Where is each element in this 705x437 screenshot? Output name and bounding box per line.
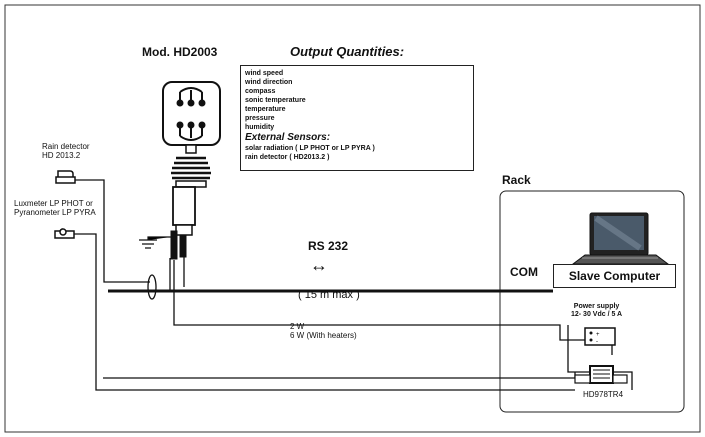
power-6w-label: 6 W (With heaters) [290, 331, 357, 340]
rack-enclosure [499, 190, 685, 413]
luxmeter-icon [54, 228, 75, 239]
sensor-mast-icon [170, 144, 211, 260]
rs232-label: RS 232 [308, 239, 349, 253]
ground-icon [139, 236, 171, 249]
model-label: Mod. HD2003 [142, 45, 218, 59]
svg-text:-: - [596, 339, 598, 345]
anemometer-head-icon [162, 81, 221, 146]
output-item: sonic temperature [245, 97, 306, 104]
output-item: compass [245, 88, 276, 95]
output-item: humidity [245, 124, 275, 131]
distance-label: ( 15 m max ) [298, 289, 360, 301]
external-item: solar radiation ( LP PHOT or LP PYRA ) [245, 145, 375, 152]
svg-text:+: + [596, 332, 600, 338]
bidirectional-arrow-icon: ↔ [310, 255, 328, 275]
output-item: wind direction [245, 79, 293, 86]
relay-label: HD978TR4 [583, 390, 624, 399]
luxmeter-label: Luxmeter LP PHOT or Pyranometer LP PYRA [14, 199, 96, 218]
relay-module-icon [574, 365, 628, 384]
power-supply-label: Power supply 12- 30 Vdc / 5 A [571, 303, 623, 319]
rain-detector-icon [55, 170, 76, 184]
rain-detector-label: Rain detector HD 2013.2 [42, 142, 90, 161]
slave-computer-box: Slave Computer [553, 264, 676, 288]
external-sensors-title: External Sensors: [245, 132, 331, 143]
output-title: Output Quantities: [290, 44, 405, 59]
outer-frame [4, 4, 701, 433]
output-item: wind speed [245, 70, 284, 77]
external-item: rain detector ( HD2013.2 ) [245, 154, 330, 161]
com-port-label: COM [510, 265, 538, 279]
output-item: temperature [245, 106, 286, 113]
power-supply-icon: + - [584, 327, 616, 346]
output-quantities-box: wind speed wind direction compass sonic … [240, 65, 474, 171]
wiring [74, 179, 633, 391]
power-2w-label: 2 W [290, 322, 305, 331]
output-item: pressure [245, 115, 275, 122]
laptop-icon [571, 212, 670, 265]
rack-label: Rack [502, 173, 531, 187]
